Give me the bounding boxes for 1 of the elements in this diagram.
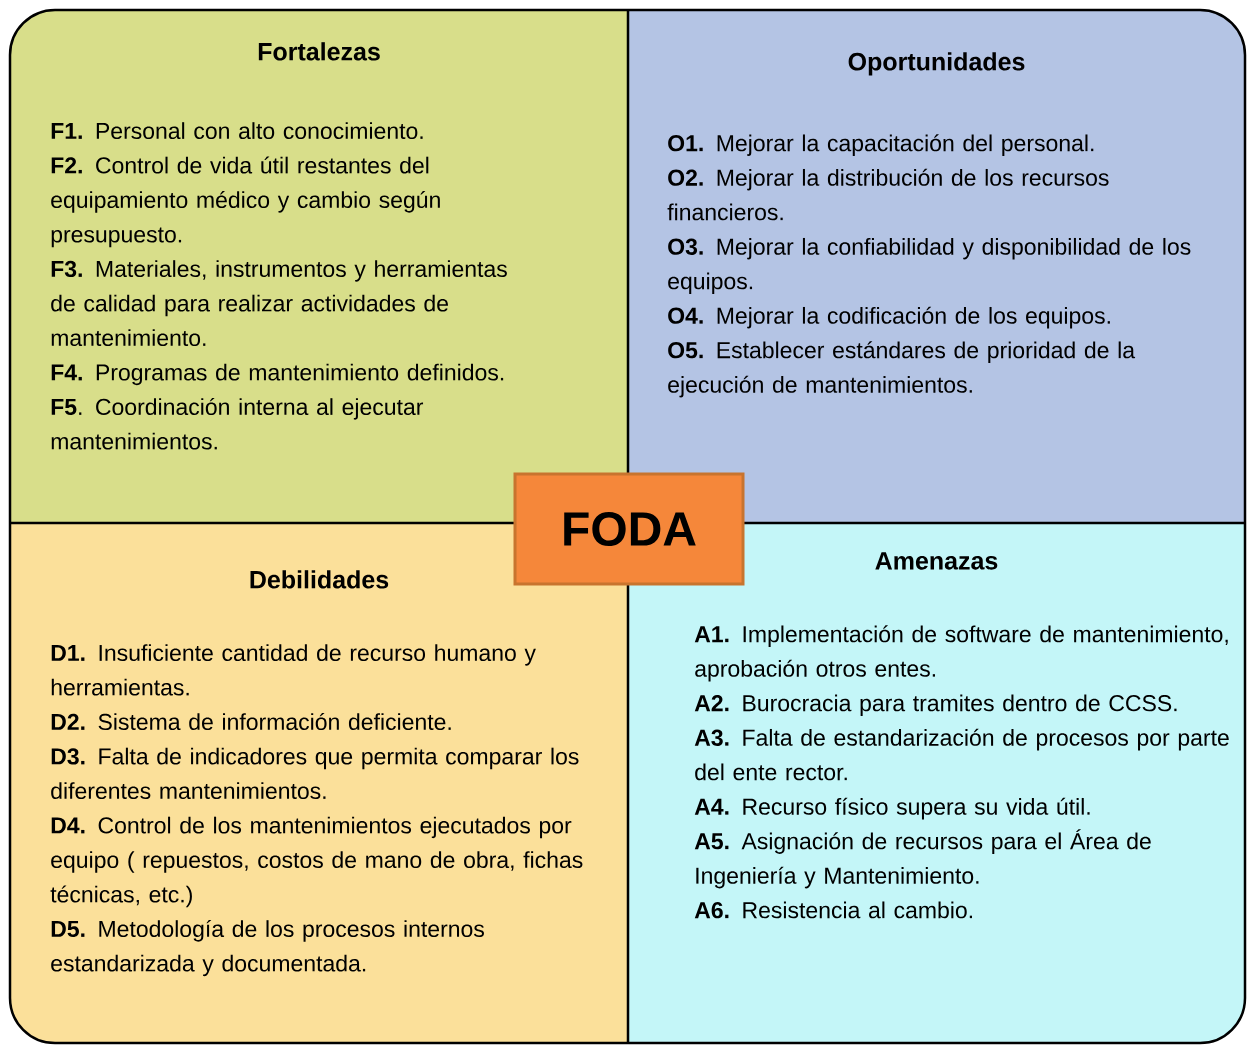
center-box: FODA — [513, 472, 745, 586]
